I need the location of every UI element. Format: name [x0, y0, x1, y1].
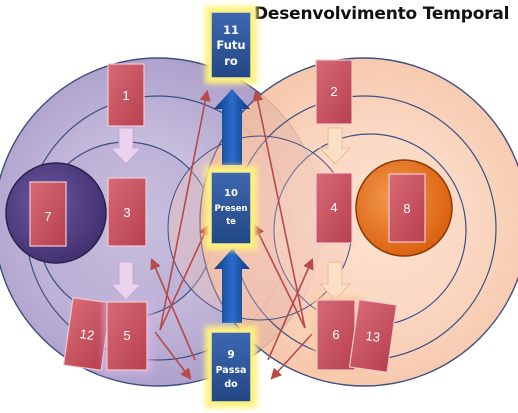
flow-arrows [109, 127, 352, 301]
card-4-label: 4 [330, 200, 337, 215]
card-13-label: 13 [365, 328, 381, 345]
cards: 1 2 3 4 7 8 12 [29, 59, 426, 374]
arrow-3-to-5 [109, 261, 143, 301]
arrow-5-to-10 [159, 223, 210, 331]
presente-line-2: Presen [214, 204, 247, 214]
card-7-label: 7 [44, 209, 51, 224]
futuro-line-2: Futu [216, 38, 245, 52]
passado-line-1: 9 [227, 349, 234, 361]
card-12: 12 [62, 297, 112, 372]
card-8-label: 8 [403, 201, 410, 216]
arrow-9-to-10 [214, 249, 250, 323]
card-12-label: 12 [79, 326, 95, 343]
card-2: 2 [315, 59, 353, 125]
arrow-6-to-10 [253, 223, 306, 329]
arrow-2-to-4 [318, 127, 352, 165]
diagram-title: Desenvolvimento Temporal [254, 4, 510, 24]
arrow-6-to-9 [270, 333, 313, 380]
arrow-6-to-11 [252, 89, 306, 329]
card-5-label: 5 [123, 328, 130, 343]
time-box-passado: 9 Passa do [205, 326, 257, 408]
futuro-line-3: ro [224, 54, 238, 68]
card-4: 4 [315, 172, 353, 244]
card-7: 7 [29, 181, 67, 247]
card-1-label: 1 [122, 88, 129, 103]
arrow-1-to-3 [109, 127, 143, 165]
arrow-4-to-6 [318, 261, 352, 301]
time-box-presente: 10 Presen te [205, 166, 257, 250]
arrow-10-to-11 [214, 89, 250, 165]
red-arrows [150, 89, 314, 380]
presente-line-1: 10 [224, 188, 238, 199]
card-3: 3 [107, 177, 147, 247]
futuro-line-1: 11 [223, 23, 239, 37]
arrow-9-to-4 [267, 257, 314, 361]
arrow-9-to-3 [150, 257, 196, 361]
passado-line-2: Passa [216, 365, 247, 376]
card-2-label: 2 [330, 84, 337, 99]
blue-time-arrows [214, 89, 250, 323]
card-13: 13 [348, 299, 398, 373]
passado-line-3: do [224, 379, 238, 390]
presente-line-3: te [226, 217, 236, 227]
arrow-5-to-11 [159, 89, 211, 331]
time-boxes: 11 Futu ro 10 Presen te 9 Passa do [205, 6, 257, 408]
card-6-label: 6 [332, 327, 339, 342]
card-3-label: 3 [123, 205, 130, 220]
card-1: 1 [107, 63, 145, 127]
arrow-5-to-9 [154, 331, 192, 380]
card-8: 8 [388, 173, 426, 243]
card-5: 5 [103, 300, 153, 374]
time-box-futuro: 11 Futu ro [205, 6, 257, 84]
